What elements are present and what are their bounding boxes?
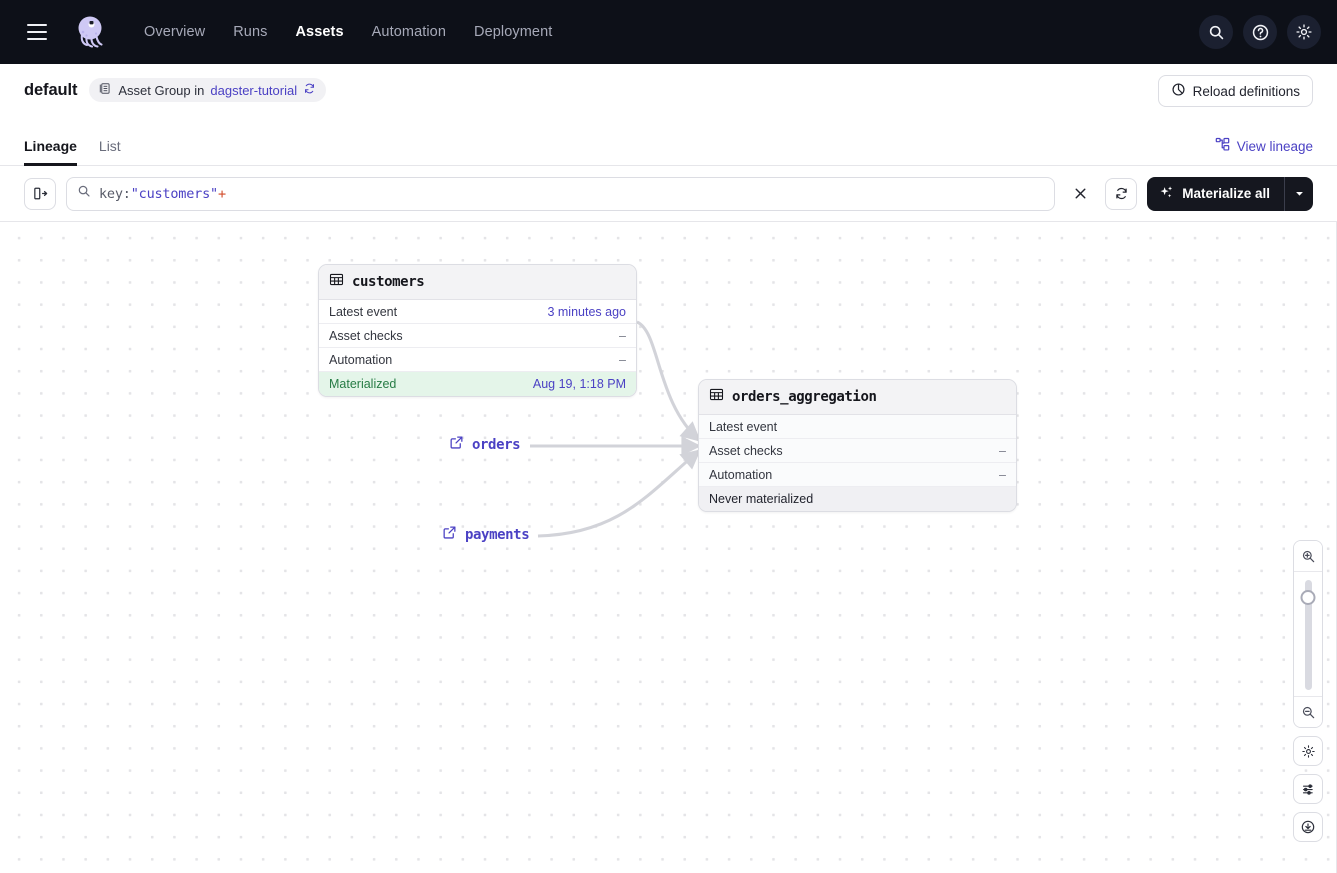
nav-link-automation[interactable]: Automation <box>371 24 447 40</box>
asset-node-title: customers <box>352 274 425 290</box>
graph-settings-gear-icon[interactable] <box>1293 736 1323 766</box>
refresh-icon[interactable] <box>303 82 316 98</box>
external-link-icon <box>442 525 457 545</box>
asset-node-row-asset-checks: Asset checks – <box>699 439 1016 463</box>
asset-node-orders-aggregation[interactable]: orders_aggregation Latest event Asset ch… <box>698 379 1017 512</box>
tab-list[interactable]: List <box>98 138 121 154</box>
search-icon[interactable] <box>1199 15 1233 49</box>
asset-group-icon <box>99 82 112 98</box>
graph-query-input[interactable]: key:"customers"+ <box>66 176 1056 211</box>
query-value-token: "customers" <box>130 185 218 202</box>
refresh-graph-button[interactable] <box>1105 177 1138 210</box>
query-key-token: key: <box>99 185 131 202</box>
asset-node-title: orders_aggregation <box>732 389 877 405</box>
lineage-edges <box>530 320 702 538</box>
nav-link-assets[interactable]: Assets <box>295 24 344 40</box>
external-asset-orders[interactable]: orders <box>449 435 521 455</box>
external-asset-payments[interactable]: payments <box>442 525 530 545</box>
search-icon <box>77 184 91 203</box>
expand-panel-icon[interactable] <box>24 177 56 210</box>
asset-node-row-latest-event: Latest event <box>699 415 1016 439</box>
materialize-divider <box>1284 176 1285 211</box>
gear-icon[interactable] <box>1287 15 1321 49</box>
table-icon <box>329 272 344 292</box>
zoom-out-icon[interactable] <box>1294 697 1322 727</box>
view-tabs: Lineage List <box>24 137 121 166</box>
asset-node-row-latest-event: Latest event 3 minutes ago <box>319 300 636 324</box>
row-value: – <box>999 443 1006 458</box>
asset-node-status-never-materialized: Never materialized <box>699 487 1016 511</box>
tab-lineage[interactable]: Lineage <box>24 138 77 166</box>
row-label: Latest event <box>709 419 778 434</box>
materialize-all-label: Materialize all <box>1182 186 1270 201</box>
nav-link-deployment[interactable]: Deployment <box>474 24 553 40</box>
row-label: Automation <box>709 467 773 482</box>
row-value: – <box>999 467 1006 482</box>
asset-node-row-asset-checks: Asset checks – <box>319 324 636 348</box>
asset-node-status-materialized: Materialized Aug 19, 1:18 PM <box>319 372 636 396</box>
row-value: – <box>619 352 626 367</box>
zoom-slider-track <box>1304 580 1312 690</box>
asset-group-prefix: Asset Group in <box>118 82 205 98</box>
materialize-dropdown-button[interactable] <box>1285 177 1313 211</box>
reload-icon <box>1171 82 1186 100</box>
materialize-all-group: Materialize all <box>1147 176 1313 211</box>
graph-zoom-controls <box>1293 540 1323 842</box>
row-value[interactable]: 3 minutes ago <box>547 304 626 319</box>
view-lineage-label: View lineage <box>1236 138 1313 154</box>
nav-link-overview[interactable]: Overview <box>144 24 206 40</box>
row-label: Asset checks <box>329 328 403 343</box>
zoom-in-icon[interactable] <box>1294 541 1322 571</box>
nav-link-runs[interactable]: Runs <box>233 24 268 40</box>
top-navigation-bar: Overview Runs Assets Automation Deployme… <box>0 0 1337 64</box>
graph-query-text: key:"customers"+ <box>99 186 226 202</box>
row-label: Latest event <box>329 304 398 319</box>
dagster-logo[interactable] <box>70 11 112 53</box>
asset-lineage-canvas[interactable]: customers Latest event 3 minutes ago Ass… <box>0 222 1337 873</box>
row-label: Automation <box>329 352 393 367</box>
page-subheader: default Asset Group in dagster-tutorial <box>0 64 1337 116</box>
nav-right-actions <box>1199 0 1321 64</box>
help-icon[interactable] <box>1243 15 1277 49</box>
nav-links: Overview Runs Assets Automation Deployme… <box>144 24 552 40</box>
materialize-all-button[interactable]: Materialize all <box>1147 177 1284 211</box>
asset-group-badge[interactable]: Asset Group in dagster-tutorial <box>89 78 327 102</box>
sparkle-icon <box>1159 185 1174 203</box>
graph-query-toolbar: key:"customers"+ <box>0 166 1337 222</box>
reload-definitions-button[interactable]: Reload definitions <box>1157 75 1313 107</box>
clear-query-button[interactable] <box>1065 179 1095 209</box>
status-value[interactable]: Aug 19, 1:18 PM <box>532 377 626 391</box>
hamburger-menu-icon[interactable] <box>20 15 54 49</box>
query-suffix-token: + <box>217 185 226 202</box>
zoom-slider-handle[interactable] <box>1300 590 1316 605</box>
asset-group-link[interactable]: dagster-tutorial <box>210 82 298 98</box>
external-asset-label: orders <box>472 437 521 453</box>
asset-node-header: customers <box>319 265 636 300</box>
external-link-icon <box>449 435 464 455</box>
asset-node-customers[interactable]: customers Latest event 3 minutes ago Ass… <box>318 264 637 397</box>
row-label: Asset checks <box>709 443 783 458</box>
zoom-slider[interactable] <box>1294 571 1322 697</box>
reload-definitions-label: Reload definitions <box>1192 83 1300 99</box>
status-label: Materialized <box>329 377 397 391</box>
view-tabs-row: Lineage List View lineage <box>0 116 1337 166</box>
external-asset-label: payments <box>465 527 530 543</box>
view-lineage-button[interactable]: View lineage <box>1215 137 1313 155</box>
asset-node-row-automation: Automation – <box>319 348 636 372</box>
row-value: – <box>619 328 626 343</box>
page-title: default <box>24 80 78 99</box>
graph-recenter-icon[interactable] <box>1293 812 1323 842</box>
zoom-panel <box>1293 540 1323 728</box>
table-icon <box>709 387 724 407</box>
graph-filters-sliders-icon[interactable] <box>1293 774 1323 804</box>
lineage-graph-icon <box>1215 137 1230 155</box>
asset-node-row-automation: Automation – <box>699 463 1016 487</box>
status-label: Never materialized <box>709 492 814 506</box>
asset-node-header: orders_aggregation <box>699 380 1016 415</box>
